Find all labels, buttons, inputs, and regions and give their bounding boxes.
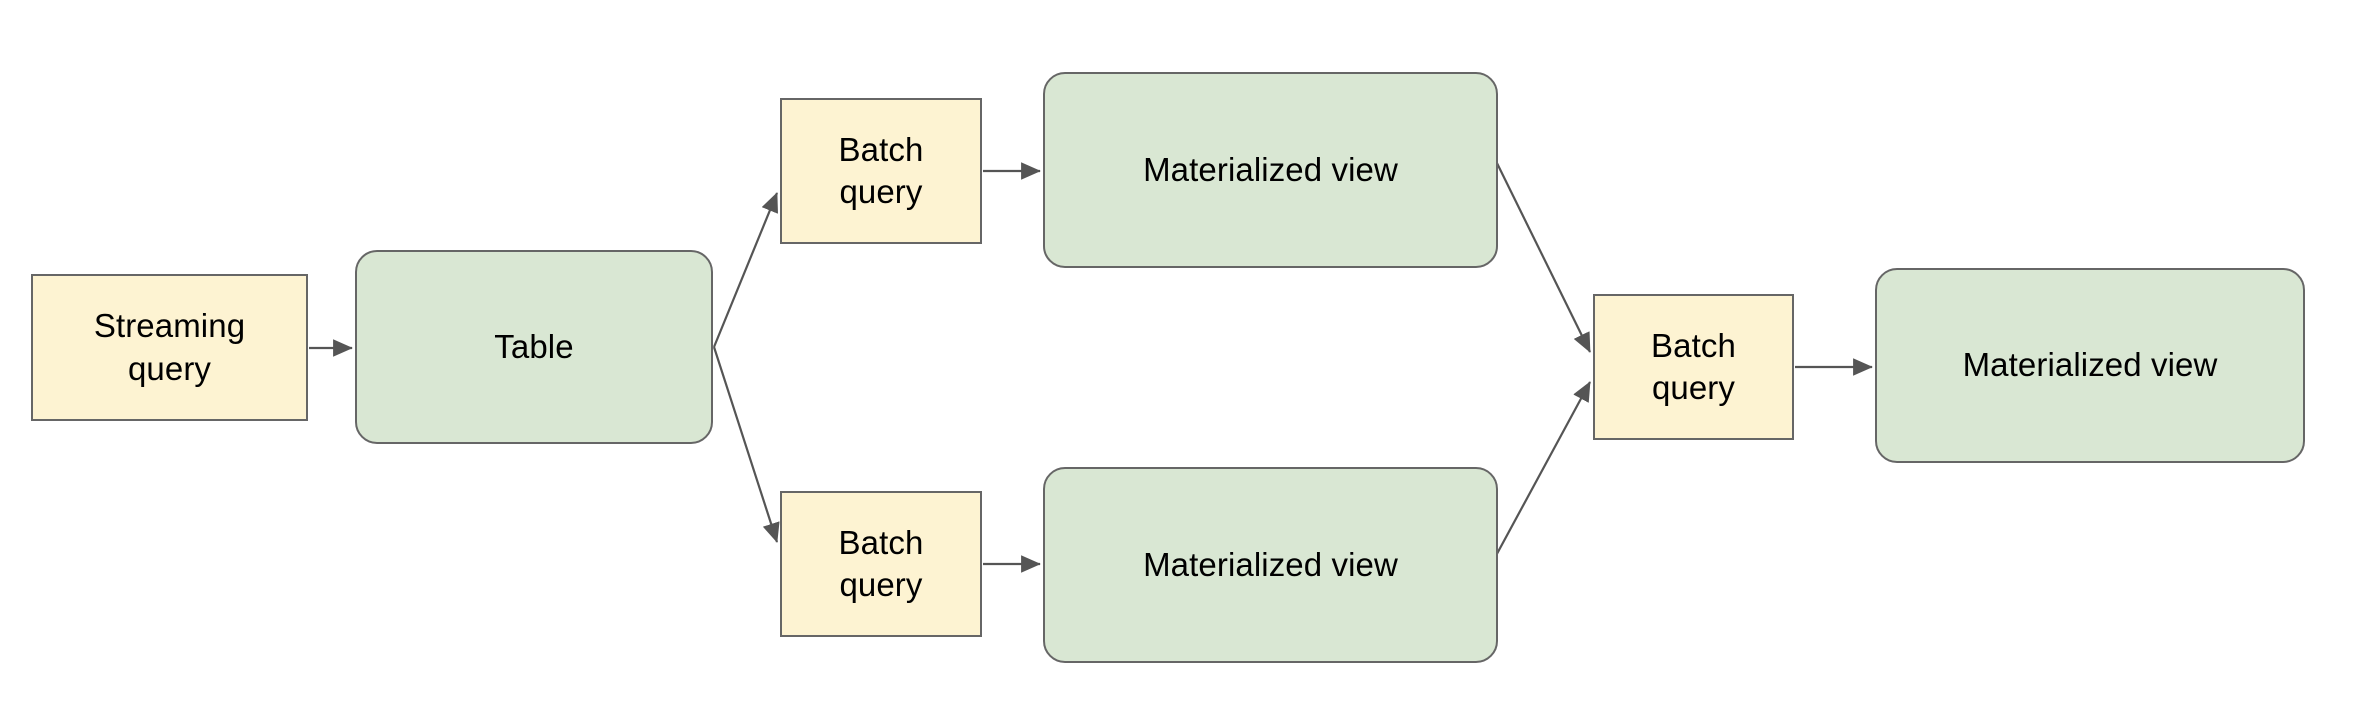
node-materialized-view-bottom-label: Materialized view [1143,545,1398,583]
node-batch-query-bottom[interactable]: Batch query [780,491,982,637]
node-batch-query-top[interactable]: Batch query [780,98,982,244]
node-materialized-view-final[interactable]: Materialized view [1875,268,2305,463]
node-materialized-view-bottom[interactable]: Materialized view [1043,467,1498,663]
node-streaming-query-label: Streaming query [93,307,246,387]
node-materialized-view-top[interactable]: Materialized view [1043,72,1498,268]
node-materialized-view-top-label: Materialized view [1143,150,1398,188]
node-batch-query-join[interactable]: Batch query [1593,294,1794,440]
node-materialized-view-final-label: Materialized view [1962,346,2218,384]
edge-table-to-batch-query-top [712,192,779,348]
edge-materialized-view-top-to-batch-query-join [1491,152,1591,353]
node-batch-query-bottom-label: Batch query [838,523,924,603]
node-batch-query-top-label: Batch query [838,130,924,210]
node-table[interactable]: Table [355,250,713,444]
node-table-label: Table [494,327,574,365]
node-streaming-query[interactable]: Streaming query [31,274,308,421]
edge-materialized-view-bottom-to-batch-query-join [1491,381,1591,564]
node-batch-query-join-label: Batch query [1651,326,1736,406]
edge-table-to-batch-query-bottom [712,346,780,543]
